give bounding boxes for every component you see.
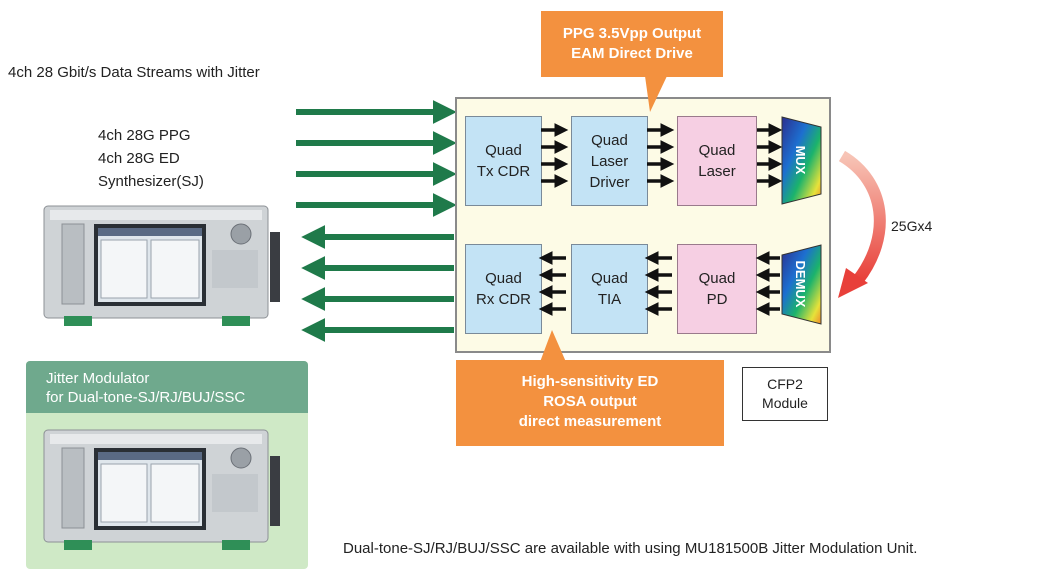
equipment-list: 4ch 28G PPG 4ch 28G ED Synthesizer(SJ): [98, 124, 204, 193]
jitter-modulator-title-line2: for Dual-tone-SJ/RJ/BUJ/SSC: [46, 389, 246, 406]
callout-ed-measurement: High-sensitivity ED ROSA output direct m…: [456, 360, 724, 446]
equipment-ed: 4ch 28G ED: [98, 150, 180, 167]
data-streams-title: 4ch 28 Gbit/s Data Streams with Jitter: [8, 64, 260, 81]
loopback-rate-label: 25Gx4: [891, 218, 933, 234]
pd-line1: Quad: [698, 270, 736, 287]
instrument-image: [43, 205, 280, 326]
tx-cdr-line1: Quad: [485, 142, 522, 159]
tx-input-arrows: [296, 100, 457, 217]
laser-line2: Laser: [698, 163, 736, 180]
equipment-ppg: 4ch 28G PPG: [98, 127, 191, 144]
rx-output-arrows: [301, 225, 454, 342]
callout-bottom-line3: direct measurement: [518, 413, 662, 430]
equipment-synth: Synthesizer(SJ): [98, 173, 204, 190]
footer-note: Dual-tone-SJ/RJ/BUJ/SSC are available wi…: [343, 540, 918, 557]
jitter-modulator-header: Jitter Modulator for Dual-tone-SJ/RJ/BUJ…: [26, 361, 308, 413]
callout-ppg-output: PPG 3.5Vpp Output EAM Direct Drive: [541, 11, 723, 77]
quad-rx-cdr-block: Quad Rx CDR: [465, 244, 542, 334]
tia-line2: TIA: [597, 291, 622, 308]
laser-driver-line2: Laser: [590, 152, 629, 170]
pd-line2: PD: [706, 291, 728, 308]
laser-driver-line1: Quad: [591, 131, 628, 149]
callout-top-line1: PPG 3.5Vpp Output: [562, 25, 702, 42]
jitter-modulator-panel: Jitter Modulator for Dual-tone-SJ/RJ/BUJ…: [26, 361, 308, 569]
jitter-modulator-title: Jitter Modulator for Dual-tone-SJ/RJ/BUJ…: [46, 369, 245, 407]
laser-driver-line3: Driver: [589, 173, 630, 191]
rx-cdr-line1: Quad: [485, 270, 522, 287]
callout-bottom-line2: ROSA output: [543, 393, 637, 410]
tx-cdr-line2: Tx CDR: [476, 163, 531, 180]
callout-bottom-line1: High-sensitivity ED: [521, 373, 659, 390]
laser-line1: Quad: [698, 142, 736, 159]
rx-cdr-line2: Rx CDR: [476, 291, 531, 308]
jitter-modulator-title-line1: Jitter Modulator: [46, 370, 150, 387]
cfp2-label-line2: Module: [762, 395, 808, 411]
cfp2-label-line1: CFP2: [767, 376, 803, 392]
callout-top-line2: EAM Direct Drive: [571, 45, 693, 62]
quad-tx-cdr-block: Quad Tx CDR: [465, 116, 542, 206]
tia-line1: Quad: [591, 270, 628, 287]
